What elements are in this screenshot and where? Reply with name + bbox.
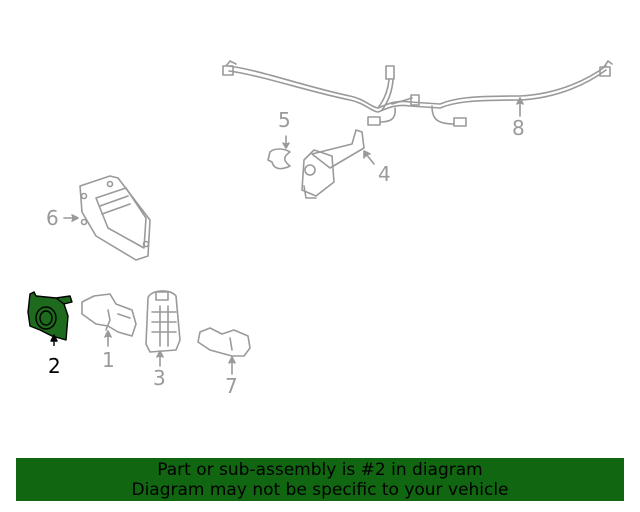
callout-8[interactable]: 8 (512, 116, 525, 140)
part-2-bezel-highlighted[interactable] (27, 291, 73, 346)
part-4-bracket[interactable] (301, 129, 365, 199)
banner-disclaimer: Diagram may not be specific to your vehi… (131, 480, 509, 500)
part-5-clip[interactable] (267, 148, 291, 170)
callout-5[interactable]: 5 (278, 108, 291, 132)
callout-6[interactable]: 6 (46, 206, 59, 230)
info-banner: Part or sub-assembly is #2 in diagram Di… (16, 458, 624, 501)
callout-4[interactable]: 4 (378, 162, 391, 186)
part-8-wire-harness[interactable] (222, 60, 613, 127)
callout-1[interactable]: 1 (102, 348, 115, 372)
callout-3[interactable]: 3 (153, 366, 166, 390)
part-1-sensor[interactable] (81, 293, 137, 337)
part-3-holder[interactable] (145, 290, 181, 353)
part-7-sensor[interactable] (197, 327, 251, 357)
callout-7[interactable]: 7 (225, 374, 238, 398)
banner-part-notice: Part or sub-assembly is #2 in diagram (157, 460, 483, 480)
callout-2[interactable]: 2 (48, 354, 61, 378)
parts-diagram (27, 60, 613, 375)
part-6-module[interactable] (79, 175, 151, 261)
leader-lines (63, 97, 524, 375)
